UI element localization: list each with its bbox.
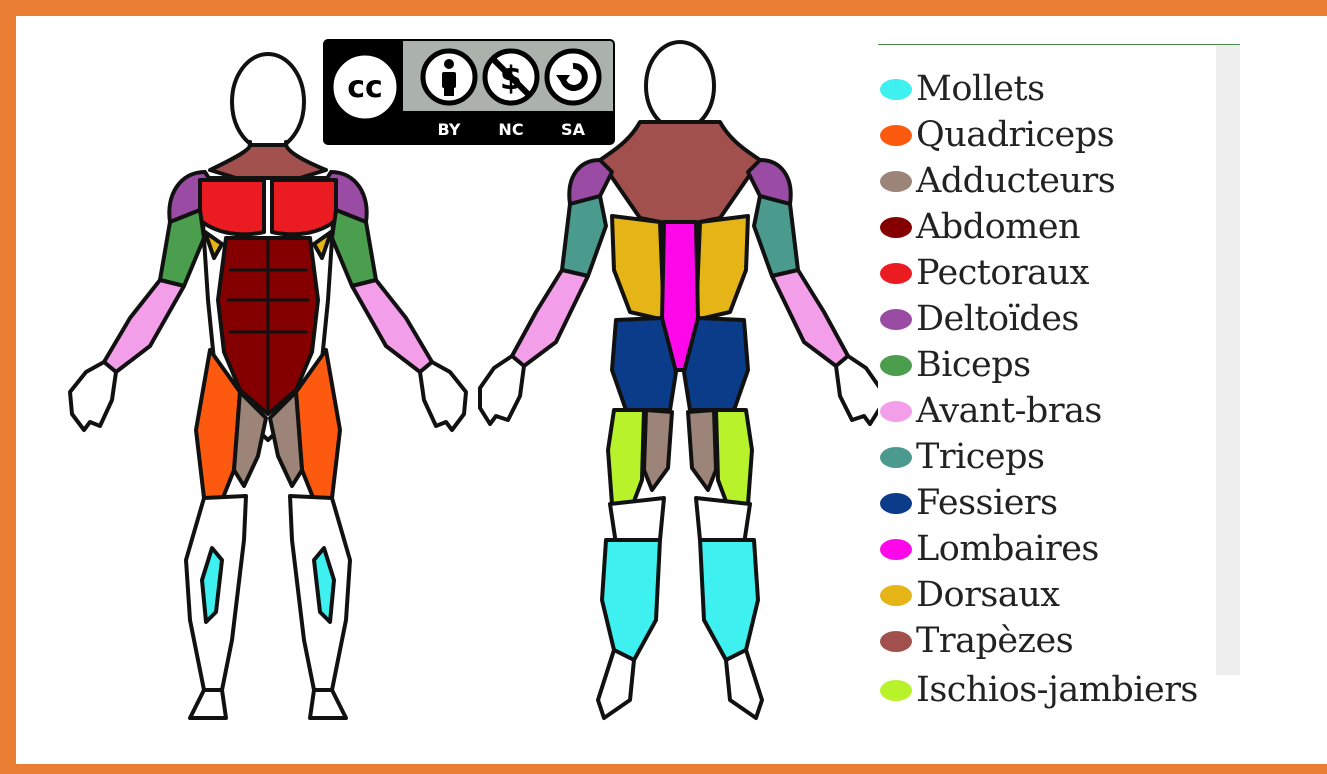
legend-swatch: [880, 355, 912, 376]
legend-label: Adducteurs: [916, 164, 1115, 199]
legend-scroll-shade: [1216, 45, 1240, 675]
legend-label: Triceps: [916, 440, 1044, 475]
legend-label: Biceps: [916, 348, 1031, 383]
cc-license-badge: cc $ BY NC SA: [323, 39, 615, 145]
legend-swatch: [880, 401, 912, 422]
legend-item-deltoides: Deltoïdes: [878, 296, 1202, 342]
license-code-by: BY: [438, 120, 461, 139]
legend-item-fessiers: Fessiers: [878, 480, 1202, 526]
legend-item-ischios-jambiers: Ischios-jambiers: [878, 666, 1202, 714]
back-head: [646, 42, 714, 130]
license-code-nc: NC: [498, 120, 523, 139]
svg-text:cc: cc: [347, 70, 383, 105]
legend-label: Fessiers: [916, 486, 1058, 521]
sa-share-alike-icon: [547, 51, 599, 103]
front-head: [232, 54, 304, 150]
legend-label: Quadriceps: [916, 118, 1114, 153]
legend-swatch: [880, 171, 912, 192]
cc-icon: cc: [331, 53, 399, 121]
legend-item-quadriceps: Quadriceps: [878, 112, 1202, 158]
legend-item-adducteurs: Adducteurs: [878, 158, 1202, 204]
legend-item-triceps: Triceps: [878, 434, 1202, 480]
legend-swatch: [880, 539, 912, 560]
legend-swatch: [880, 309, 912, 330]
legend-label: Dorsaux: [916, 578, 1059, 613]
legend-label: Abdomen: [916, 210, 1080, 245]
legend-swatch: [880, 447, 912, 468]
legend-swatch: [880, 217, 912, 238]
legend-item-mollets: Mollets: [878, 66, 1202, 112]
legend-label: Lombaires: [916, 532, 1099, 567]
nc-no-dollar-icon: $: [485, 51, 537, 103]
legend-item-biceps: Biceps: [878, 342, 1202, 388]
legend-swatch: [880, 493, 912, 514]
legend-swatch: [880, 585, 912, 606]
legend-item-avant-bras: Avant-bras: [878, 388, 1202, 434]
legend-item-pectoraux: Pectoraux: [878, 250, 1202, 296]
legend-swatch: [880, 680, 912, 701]
by-person-icon: [423, 51, 475, 103]
legend-swatch: [880, 79, 912, 100]
legend-item-dorsaux: Dorsaux: [878, 572, 1202, 618]
muscle-legend: Mollets Quadriceps Adducteurs Abdomen Pe…: [878, 44, 1242, 724]
legend-label: Deltoïdes: [916, 302, 1079, 337]
legend-label: Avant-bras: [916, 394, 1102, 429]
legend-swatch: [880, 631, 912, 652]
legend-label: Ischios-jambiers: [916, 673, 1198, 708]
license-code-sa: SA: [561, 120, 586, 139]
legend-swatch: [880, 125, 912, 146]
legend-item-lombaires: Lombaires: [878, 526, 1202, 572]
legend-swatch: [880, 263, 912, 284]
legend-label: Pectoraux: [916, 256, 1089, 291]
front-body-figure: [70, 54, 466, 718]
legend-list: Mollets Quadriceps Adducteurs Abdomen Pe…: [878, 66, 1202, 714]
legend-item-trapezes: Trapèzes: [878, 618, 1202, 664]
legend-label: Trapèzes: [916, 624, 1073, 659]
legend-label: Mollets: [916, 72, 1045, 107]
legend-item-abdomen: Abdomen: [878, 204, 1202, 250]
